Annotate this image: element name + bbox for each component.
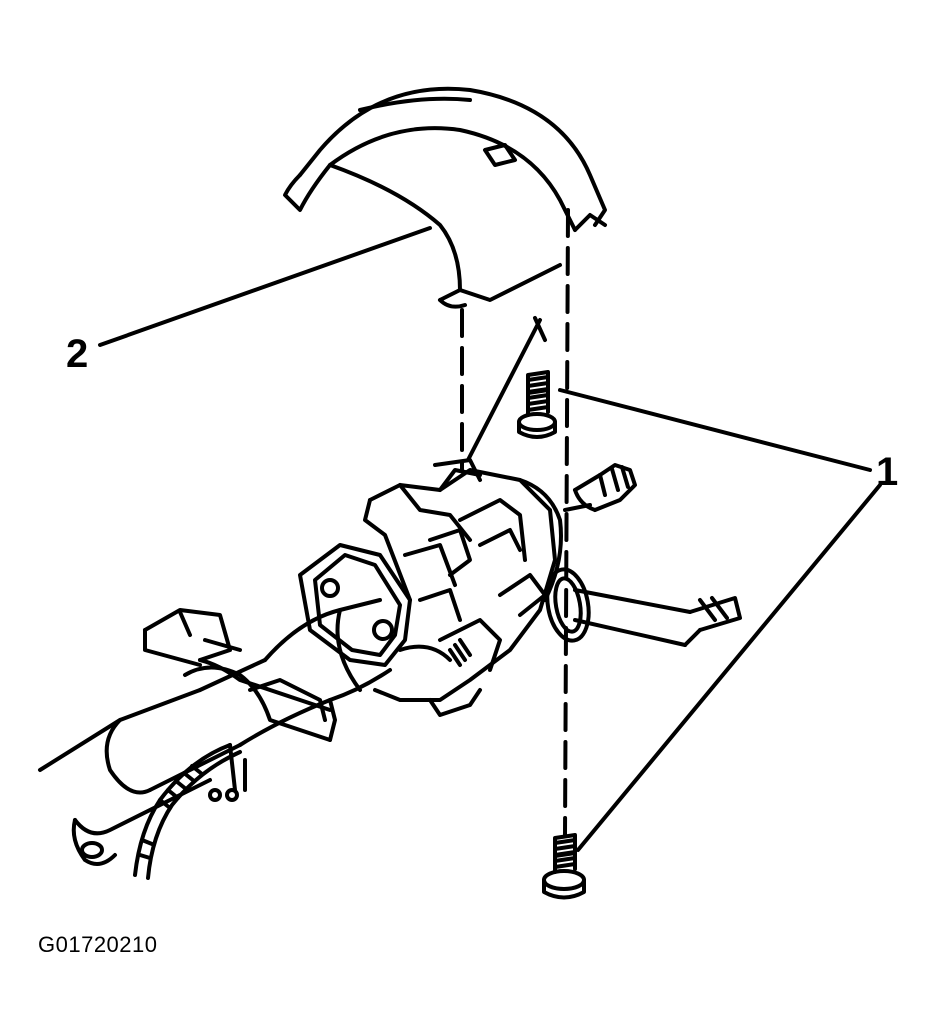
alignment-lines <box>460 208 570 837</box>
retaining-ring <box>545 567 591 643</box>
column-bracket <box>143 608 337 742</box>
leader-lines-1 <box>558 388 882 852</box>
callout-label-1: 1 <box>876 450 899 494</box>
leader-line-2 <box>98 226 432 347</box>
shaft-stub <box>563 463 637 512</box>
upper-cover <box>283 86 607 309</box>
tool <box>573 588 742 647</box>
switch-housing <box>363 458 563 717</box>
figure-id: G01720210 <box>38 932 158 957</box>
column-housing <box>263 598 392 702</box>
callout-label-2: 2 <box>66 332 89 376</box>
steering-column-shaft <box>38 658 332 866</box>
mounting-flange <box>298 543 412 667</box>
wiring-harness <box>133 743 247 880</box>
lower-screw <box>542 833 586 900</box>
upper-screw <box>517 370 557 439</box>
